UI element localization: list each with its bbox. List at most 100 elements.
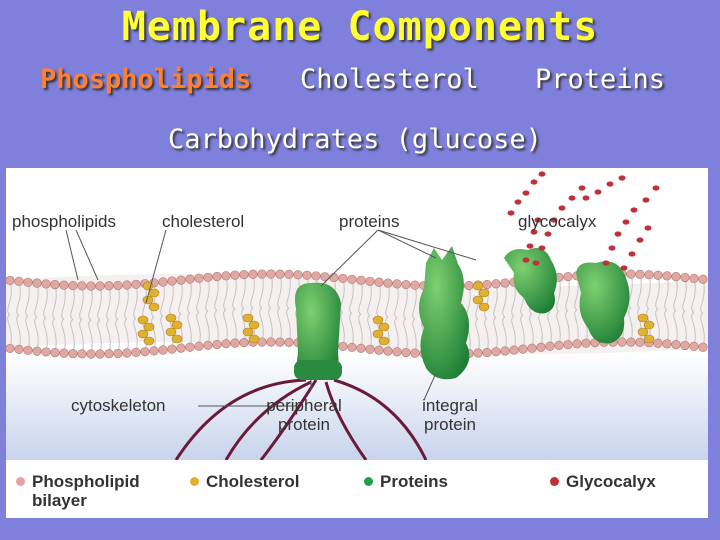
sugar-unit [532, 260, 540, 266]
label-peripheral-protein: peripheral protein [266, 396, 342, 434]
cholesterol-ring [478, 302, 490, 312]
cholesterol-ring [165, 327, 177, 337]
lipid-head [356, 343, 366, 353]
lipid-head [95, 349, 105, 359]
lipid-head [653, 270, 663, 280]
lipid-head [68, 280, 78, 291]
label-glycocalyx: glycocalyx [518, 212, 597, 231]
cholesterol-ring [143, 322, 155, 332]
lipid-head [113, 280, 123, 291]
lipid-head [545, 341, 555, 351]
cholesterol-ring [148, 288, 160, 298]
sugar-unit [538, 171, 546, 177]
lipid-head [374, 277, 384, 287]
lipid-head [23, 277, 33, 287]
lipid-head [23, 345, 33, 355]
lipid-head [527, 343, 537, 353]
legend-dot-phospholipid [16, 477, 25, 486]
cholesterol-molecules [137, 281, 655, 346]
lipid-head [626, 337, 636, 347]
sugar-unit [530, 229, 538, 235]
label-phospholipids: phospholipids [12, 212, 116, 231]
sugar-unit [522, 190, 530, 196]
cholesterol-ring [242, 327, 254, 337]
cholesterol-ring [378, 336, 390, 346]
lipid-head [77, 281, 87, 291]
sugar-unit [602, 260, 610, 266]
lipid-head [554, 340, 564, 350]
sugar-unit [618, 175, 626, 181]
lipid-head [131, 347, 141, 357]
lipid-head [671, 340, 681, 350]
sugar-unit [578, 185, 586, 191]
lipid-head [14, 276, 24, 286]
lipid-head [491, 279, 501, 289]
lipid-head [293, 270, 303, 280]
lipid-head [482, 347, 492, 358]
sugar-unit [628, 251, 636, 257]
lipid-head [365, 276, 375, 286]
sugar-unit [550, 217, 558, 223]
lipid-head [374, 345, 384, 355]
lipid-head [365, 344, 375, 354]
lipid-head [617, 337, 627, 347]
lipid-head [230, 338, 240, 348]
lipid-head [6, 343, 15, 354]
sugar-unit [644, 225, 652, 231]
peripheral-protein-shape [294, 282, 342, 380]
lipid-head [509, 345, 519, 355]
lipid-head [50, 348, 60, 358]
lipid-head [329, 272, 339, 283]
lipid-head [356, 275, 366, 285]
legend-label: Glycocalyx [566, 472, 656, 491]
lipid-head [392, 347, 402, 357]
lipid-head [230, 270, 240, 280]
cholesterol-ring [637, 313, 649, 323]
lipid-head [68, 348, 78, 359]
sugar-unit [614, 231, 622, 237]
lipid-head [410, 280, 420, 290]
sugar-unit [568, 195, 576, 201]
lipid-head [347, 342, 357, 352]
lipid-head [644, 270, 654, 280]
lipid-head [662, 271, 672, 281]
sugar-unit [606, 181, 614, 187]
cholesterol-ring [643, 334, 655, 344]
lipid-head [167, 344, 177, 354]
cholesterol-ring [472, 295, 484, 305]
cholesterol-ring [637, 327, 649, 337]
lipid-head [311, 271, 321, 281]
cholesterol-ring [248, 320, 260, 330]
legend-dot-proteins [364, 477, 373, 486]
lipid-head [500, 346, 510, 356]
cholesterol-ring [248, 334, 260, 344]
lipid-head [140, 347, 150, 357]
component-proteins: Proteins [535, 64, 666, 95]
label-proteins: proteins [339, 212, 400, 231]
legend-dot-glycocalyx [550, 477, 559, 486]
bilayer-heads-inner [6, 337, 708, 359]
lipid-head [563, 271, 573, 282]
legend-label: Cholesterol [206, 472, 300, 491]
sugar-unit [558, 205, 566, 211]
lipid-head [635, 269, 645, 279]
lipid-head [176, 275, 186, 285]
cytoplasm-area [6, 353, 708, 460]
lipid-head [338, 341, 348, 352]
legend: Phospholipid bilayer Cholesterol Protein… [6, 460, 708, 518]
sugar-unit [507, 210, 515, 216]
lipid-head [689, 273, 699, 283]
component-phospholipids: Phospholipids [40, 64, 252, 95]
lipid-head [194, 341, 204, 351]
lipid-head [86, 281, 96, 291]
cholesterol-ring [148, 302, 160, 312]
lipid-head [41, 279, 51, 289]
lipid-head [86, 349, 96, 359]
lipid-head [266, 269, 276, 279]
lipid-head [680, 272, 690, 283]
lipid-head [194, 273, 204, 283]
cholesterol-ring [137, 315, 149, 325]
lipid-head [149, 346, 159, 356]
sugar-unit [582, 195, 590, 201]
cholesterol-ring [478, 288, 490, 298]
